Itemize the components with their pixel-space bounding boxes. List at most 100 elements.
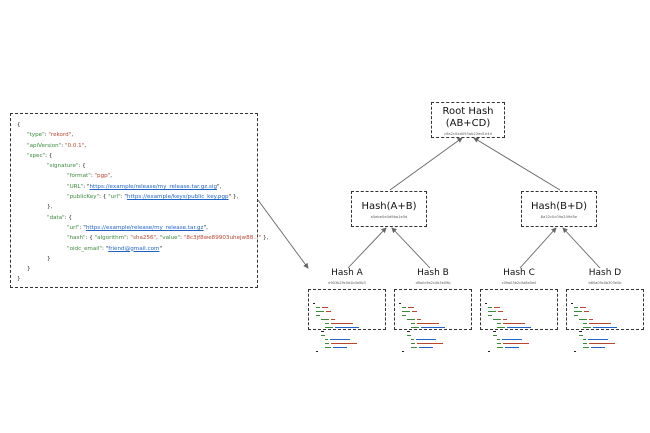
thumbnail-text-stroke bbox=[493, 334, 497, 337]
json-line: "data": { bbox=[17, 213, 251, 223]
leaf-hash-label: Hash C bbox=[503, 268, 535, 278]
thumbnail-line bbox=[485, 341, 553, 353]
json-token: "sha256" bbox=[130, 235, 157, 242]
json-token: ", bbox=[217, 183, 222, 190]
rekord-json-document: { "type": "rekord","apiVersion": "0.0.1",… bbox=[10, 113, 268, 288]
hash-ab-title: Hash(A+B) bbox=[361, 201, 417, 212]
thumbnail-line bbox=[571, 301, 639, 313]
root-hash-node: Root Hash (AB+CD) c9a2c0ad093ab23ed1e4d bbox=[431, 102, 505, 138]
json-token: , bbox=[156, 235, 160, 242]
json-token: "oidc_email" bbox=[67, 245, 102, 252]
thumbnail-text-stroke bbox=[331, 322, 353, 325]
thumbnail-text-stroke bbox=[411, 322, 415, 325]
thumbnail-text-stroke bbox=[497, 346, 503, 349]
json-line: "oidc_email": "friend@gmail.com" bbox=[17, 244, 251, 254]
arrow-c-to-bd bbox=[519, 227, 557, 269]
json-token: { bbox=[17, 122, 21, 128]
json-line: "url": "https://example/release/my_relea… bbox=[17, 223, 251, 233]
json-token: } bbox=[17, 276, 21, 283]
thumbnail-text-stroke bbox=[411, 342, 415, 345]
thumbnail-text-stroke bbox=[574, 306, 578, 309]
hash-bd-node: Hash(B+D) 8a32c0c09a209d5e bbox=[521, 191, 597, 227]
json-token: "type" bbox=[27, 132, 45, 139]
thumbnail-text-stroke bbox=[593, 326, 617, 329]
thumbnail-line bbox=[399, 313, 467, 325]
thumbnail-line bbox=[571, 297, 639, 309]
leaf-hash-label: Hash B bbox=[417, 268, 449, 278]
thumbnail-text-stroke bbox=[503, 318, 507, 321]
thumbnail-text-stroke bbox=[322, 306, 328, 309]
thumbnail-text-stroke bbox=[580, 306, 586, 309]
leaf-document-thumbnail bbox=[566, 289, 644, 353]
json-token: : " bbox=[101, 245, 109, 252]
leaf-document-thumbnail bbox=[480, 289, 558, 353]
thumbnail-line bbox=[571, 317, 639, 329]
thumbnail-text-stroke bbox=[411, 346, 417, 349]
thumbnail-text-stroke bbox=[591, 346, 605, 349]
arrow-b-to-ab bbox=[391, 227, 431, 269]
thumbnail-text-stroke bbox=[583, 322, 587, 325]
thumbnail-text-stroke bbox=[589, 322, 611, 325]
thumbnail-text-stroke bbox=[583, 346, 589, 349]
thumbnail-line bbox=[399, 329, 467, 341]
thumbnail-text-stroke bbox=[497, 326, 505, 329]
json-link[interactable]: https://example/release/my_release.tar.g… bbox=[85, 224, 204, 231]
thumbnail-text-stroke bbox=[584, 310, 589, 313]
thumbnail-text-stroke bbox=[589, 318, 593, 321]
thumbnail-text-stroke bbox=[325, 322, 329, 325]
thumbnail-line bbox=[571, 337, 639, 349]
json-link[interactable]: https://example/keys/public_key.pgp bbox=[126, 194, 229, 201]
thumbnail-line bbox=[571, 321, 639, 333]
thumbnail-text-stroke bbox=[579, 318, 587, 321]
thumbnail-line bbox=[313, 297, 381, 309]
root-hash-value: c9a2c0ad093ab23ed1e4d bbox=[444, 132, 492, 136]
arrow-ab-to-root bbox=[389, 137, 463, 191]
thumbnail-text-stroke bbox=[421, 326, 445, 329]
thumbnail-text-stroke bbox=[589, 342, 615, 345]
json-token: : bbox=[61, 142, 65, 149]
hash-bd-title: Hash(B+D) bbox=[531, 201, 587, 212]
thumbnail-line bbox=[399, 309, 467, 321]
json-token: , bbox=[71, 132, 74, 139]
thumbnail-text-stroke bbox=[588, 338, 608, 341]
json-token: : { bbox=[78, 163, 86, 170]
thumbnail-line bbox=[313, 313, 381, 325]
thumbnail-text-stroke bbox=[330, 338, 350, 341]
thumbnail-text-stroke bbox=[493, 330, 496, 333]
thumbnail-text-stroke bbox=[488, 314, 492, 317]
json-token: "data" bbox=[47, 214, 65, 221]
thumbnail-line bbox=[399, 297, 467, 309]
leaf-hash-label: Hash D bbox=[588, 268, 622, 278]
leaf-hash-value: b60a09c0b303e0b bbox=[588, 281, 622, 285]
json-link[interactable]: https://example/release/my_release.tar.g… bbox=[89, 183, 218, 190]
json-line: "signature": { bbox=[17, 161, 251, 171]
json-line: "apiVersion": "0.0.1", bbox=[17, 141, 251, 151]
thumbnail-line bbox=[571, 325, 639, 337]
json-line: "spec": { bbox=[17, 151, 251, 161]
json-token: "pgp" bbox=[94, 173, 111, 180]
json-token: "8c3jf8we89903uhejw88..." bbox=[183, 235, 262, 242]
json-token: : bbox=[180, 235, 184, 242]
thumbnail-line bbox=[313, 309, 381, 321]
thumbnail-line bbox=[399, 341, 467, 353]
thumbnail-text-stroke bbox=[316, 310, 324, 313]
thumbnail-text-stroke bbox=[419, 346, 433, 349]
json-token: "algorithm" bbox=[94, 235, 127, 242]
thumbnail-text-stroke bbox=[497, 322, 501, 325]
thumbnail-line bbox=[485, 297, 553, 309]
leaf-document-thumbnail bbox=[308, 289, 386, 353]
thumbnail-line bbox=[485, 329, 553, 341]
thumbnail-text-stroke bbox=[498, 310, 503, 313]
thumbnail-line bbox=[485, 317, 553, 329]
arrow-json-to-hash-a bbox=[257, 199, 309, 269]
json-line: "type": "rekord", bbox=[17, 130, 251, 140]
thumbnail-text-stroke bbox=[402, 310, 410, 313]
thumbnail-text-stroke bbox=[488, 350, 490, 353]
json-line: "format": "pgp", bbox=[17, 171, 251, 181]
thumbnail-text-stroke bbox=[326, 310, 331, 313]
thumbnail-line bbox=[485, 333, 553, 345]
thumbnail-text-stroke bbox=[497, 342, 501, 345]
json-link[interactable]: friend@gmail.com bbox=[108, 245, 160, 252]
thumbnail-text-stroke bbox=[497, 338, 500, 341]
